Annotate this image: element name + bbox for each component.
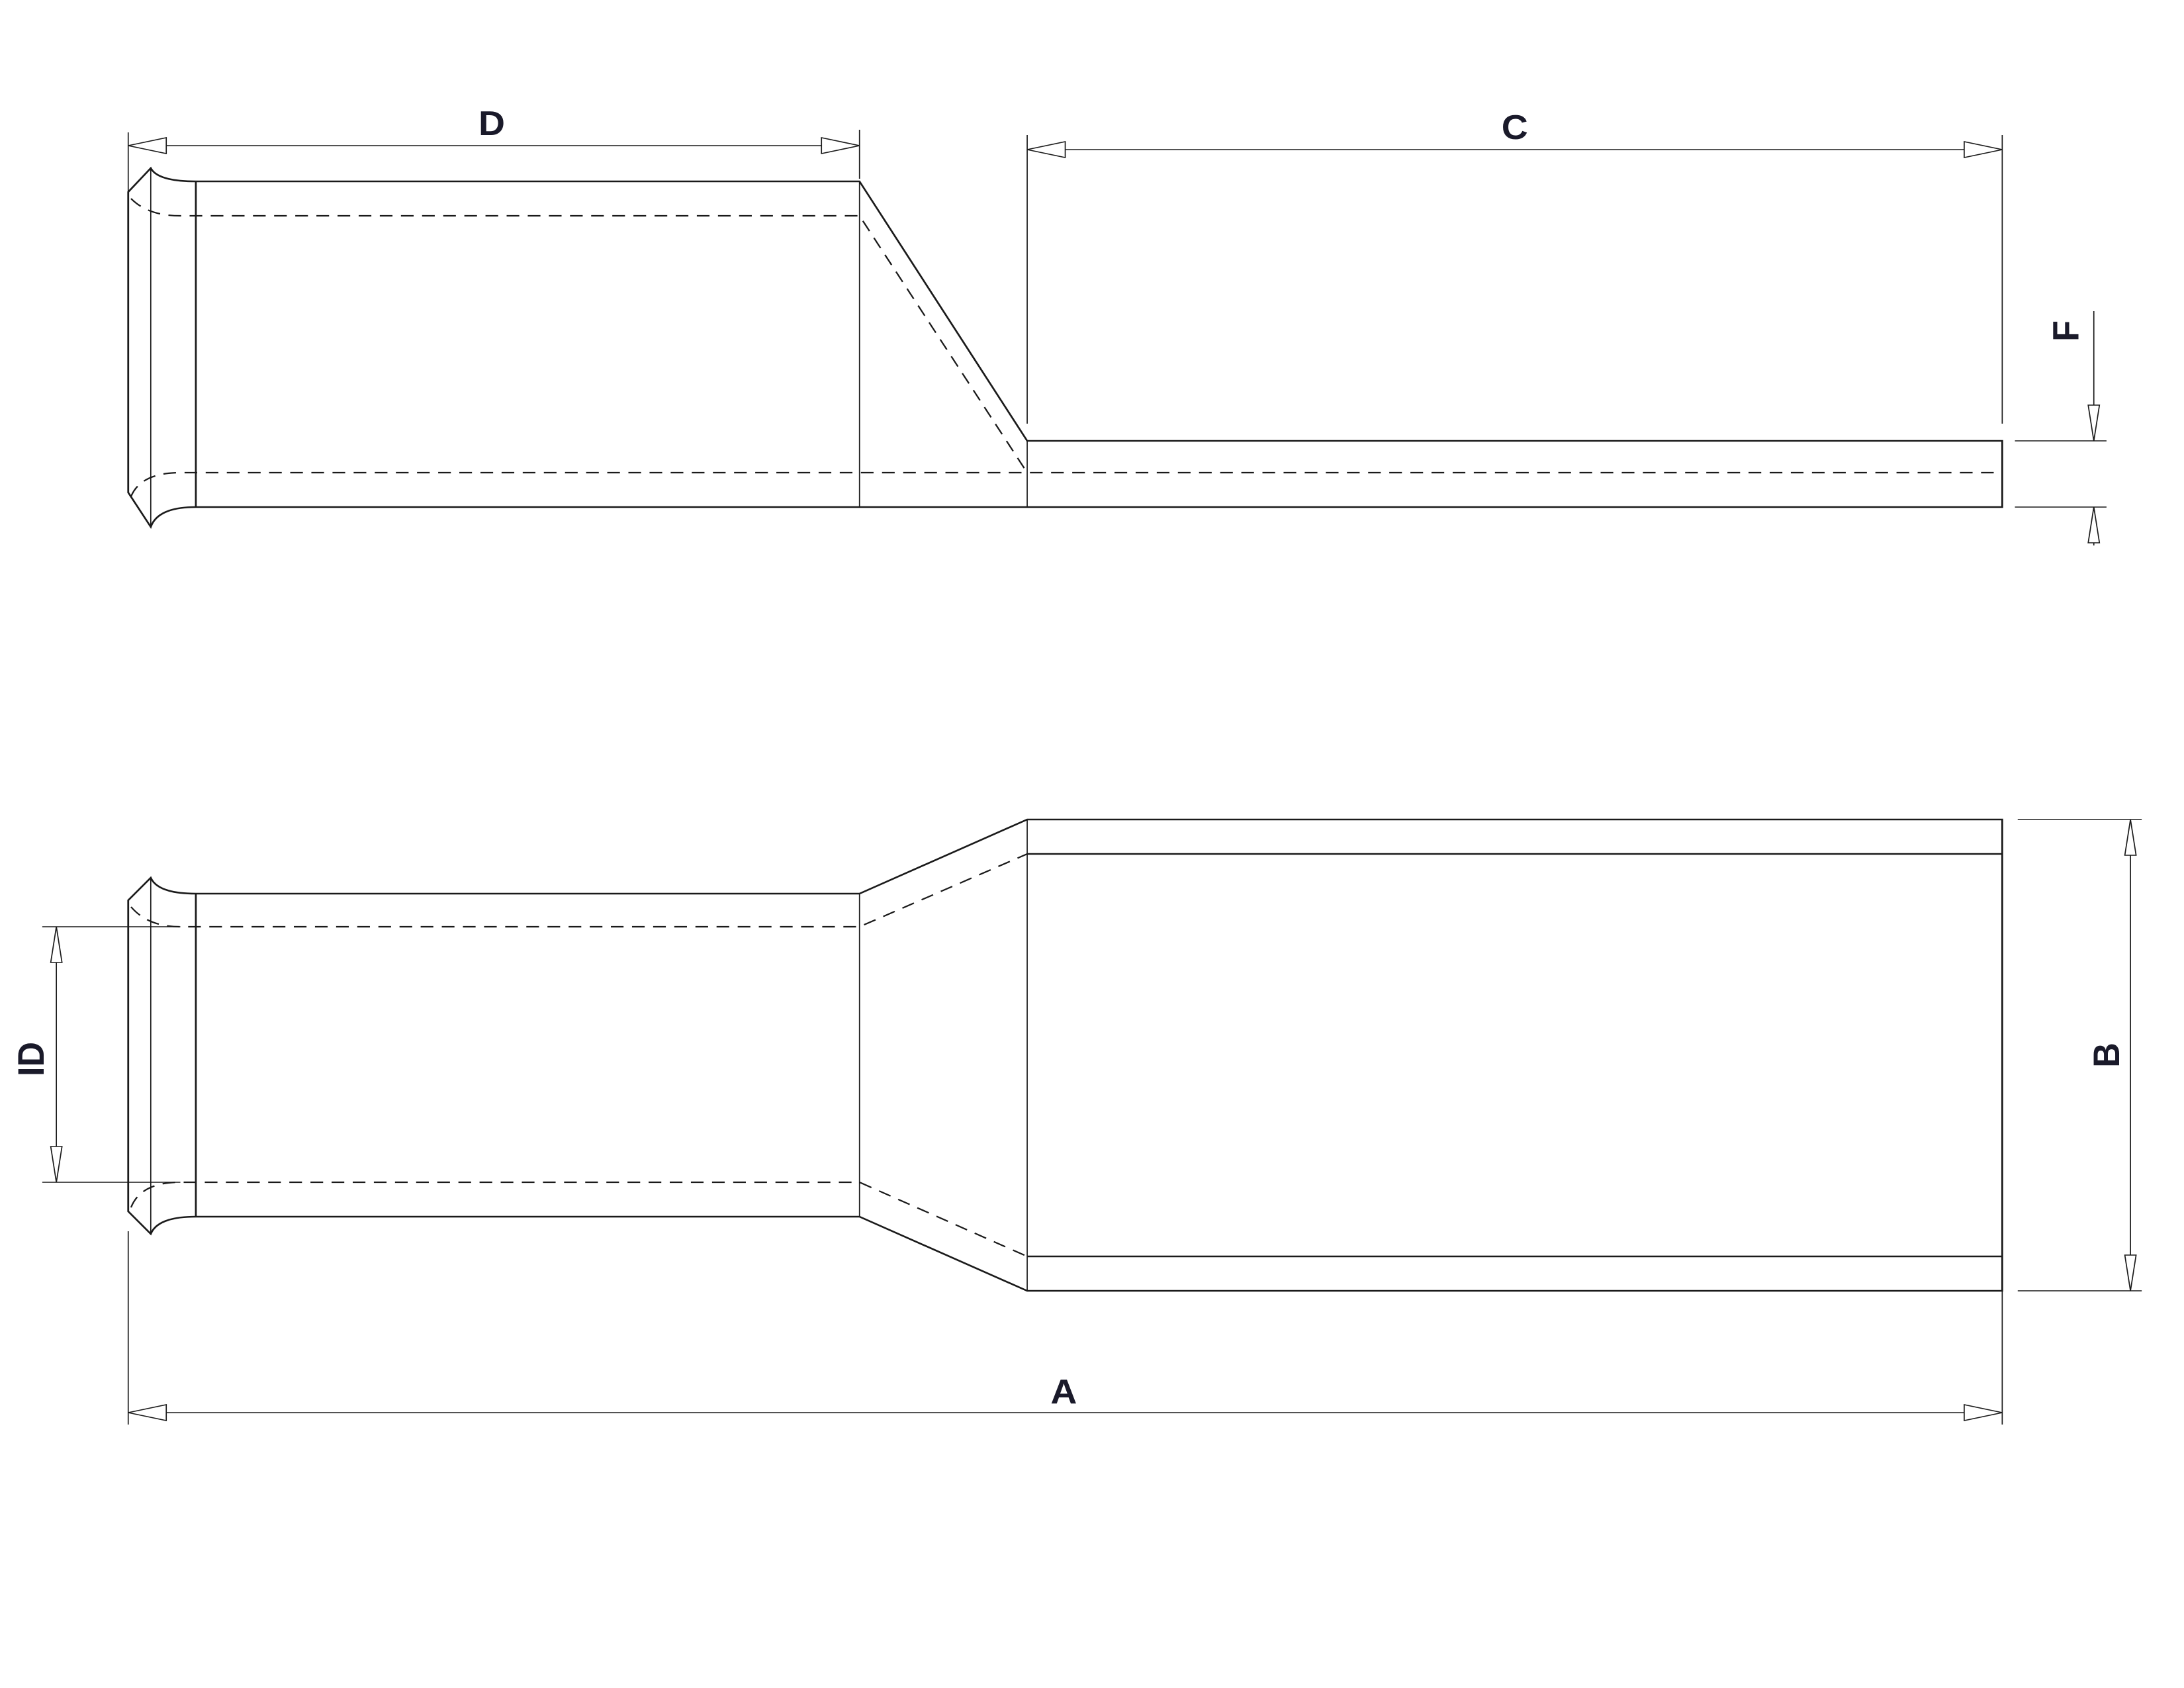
dim-label-f: F — [2046, 320, 2087, 342]
top-view-lug — [127, 166, 2003, 530]
dimension-c: C — [1026, 109, 2003, 424]
dim-label-b: B — [2087, 1043, 2128, 1068]
dimension-a: A — [127, 1231, 2003, 1425]
dimension-id: ID — [11, 926, 181, 1183]
dim-label-c: C — [1502, 109, 1528, 147]
dimension-b: B — [2017, 819, 2142, 1291]
dim-label-d: D — [478, 105, 505, 143]
bottom-view-lug — [127, 818, 2003, 1292]
dim-label-a: A — [1050, 1373, 1077, 1411]
dim-label-id: ID — [11, 1042, 52, 1076]
dimension-f: F — [2015, 311, 2107, 545]
dimension-d: D — [127, 105, 860, 196]
